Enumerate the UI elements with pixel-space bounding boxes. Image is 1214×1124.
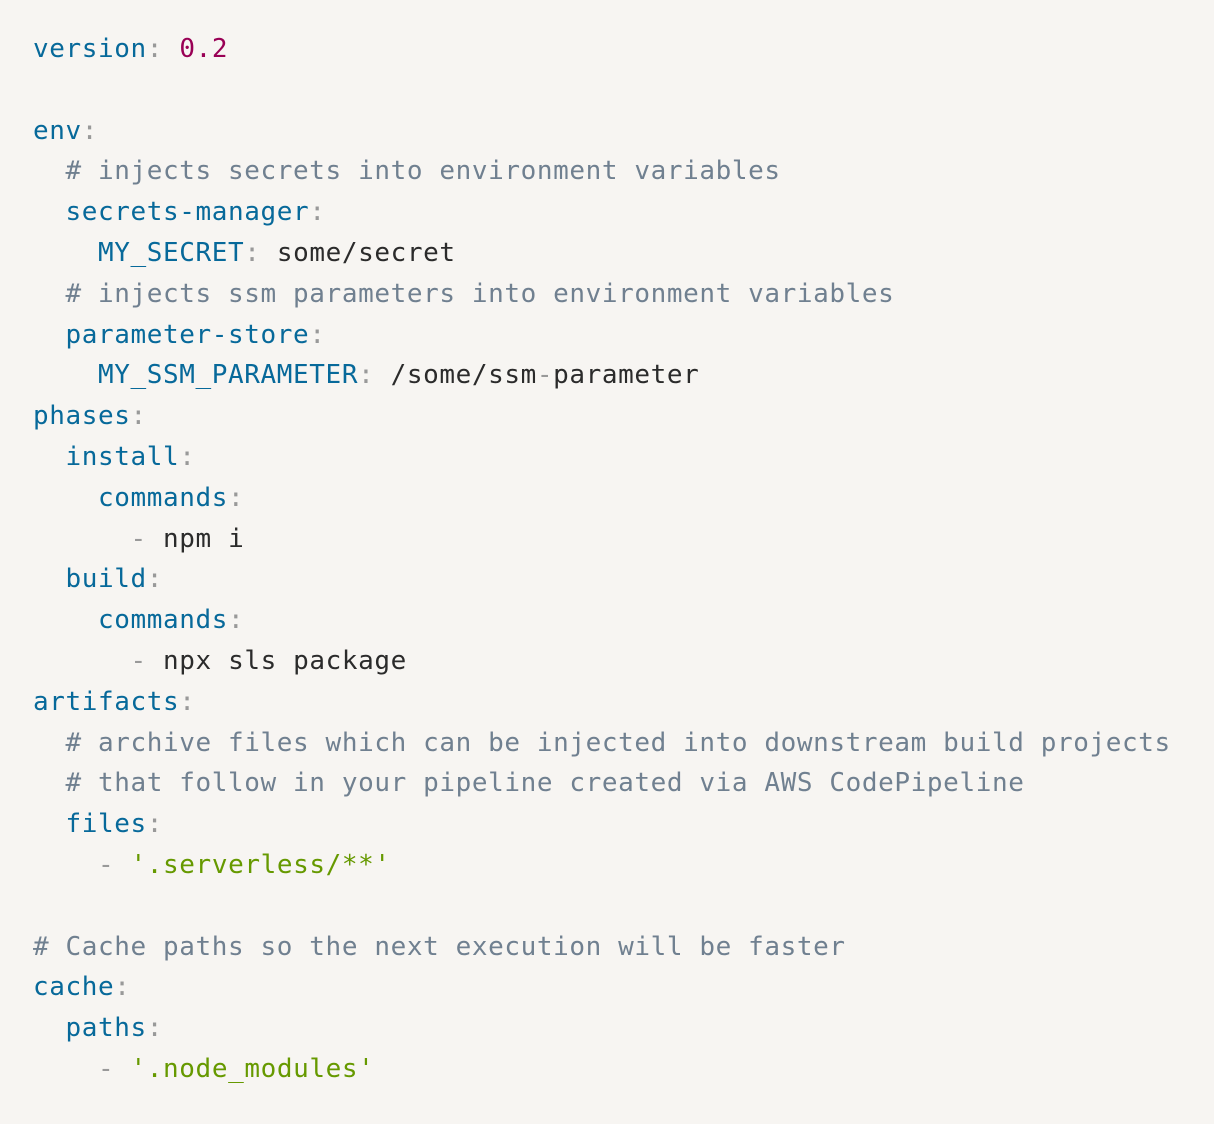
- code-punctuation: :: [146, 809, 164, 840]
- code-key: files: [65, 809, 147, 840]
- code-text: [114, 1054, 130, 1084]
- code-text: some/secret: [260, 238, 456, 268]
- code-comment: # injects secrets into environment varia…: [33, 156, 781, 187]
- code-key: version: [33, 34, 147, 64]
- code-line: MY_SECRET: some/secret: [33, 233, 456, 273]
- code-punctuation: :: [146, 34, 164, 64]
- code-line: - '.serverless/**': [33, 845, 391, 885]
- code-text: [33, 320, 66, 350]
- code-key: install: [65, 442, 180, 472]
- code-comment: # Cache paths so the next execution will…: [33, 931, 846, 962]
- code-number: 0.2: [179, 34, 229, 64]
- code-text: [114, 850, 130, 880]
- code-key: artifacts: [33, 686, 180, 717]
- code-punctuation: :: [228, 482, 245, 513]
- code-punctuation: :: [81, 115, 99, 146]
- code-line: install:: [33, 437, 196, 477]
- code-line: secrets-manager:: [33, 192, 326, 232]
- code-text: /some/ssm: [374, 360, 537, 391]
- code-text: [33, 442, 66, 472]
- code-punctuation: -: [98, 1054, 115, 1084]
- code-text: [33, 646, 131, 676]
- code-punctuation: :: [179, 686, 196, 717]
- code-line: build:: [33, 559, 163, 599]
- code-key: paths: [65, 1013, 147, 1044]
- code-comment: # that follow in your pipeline created v…: [33, 768, 1025, 799]
- code-line: - npx sls package: [33, 641, 407, 681]
- code-line: paths:: [33, 1008, 163, 1048]
- code-line: # injects secrets into environment varia…: [33, 151, 781, 191]
- code-line: artifacts:: [33, 682, 196, 722]
- code-punctuation: :: [244, 238, 261, 268]
- code-line: cache:: [33, 967, 131, 1007]
- code-text: npx sls package: [146, 646, 407, 676]
- code-text: [33, 850, 98, 880]
- code-line: env:: [33, 111, 98, 151]
- code-punctuation: -: [130, 646, 147, 676]
- code-punctuation: -: [98, 850, 115, 880]
- code-key: env: [33, 115, 82, 146]
- code-punctuation: :: [146, 1013, 164, 1044]
- code-line: commands:: [33, 478, 244, 518]
- code-text: npm i: [146, 523, 245, 554]
- code-punctuation: :: [228, 605, 245, 636]
- code-key: phases: [33, 401, 131, 432]
- code-punctuation: :: [358, 360, 375, 391]
- code-text: [33, 238, 98, 268]
- code-line: version: 0.2: [33, 29, 228, 69]
- code-text: [33, 1054, 98, 1084]
- code-text: [33, 605, 98, 635]
- code-punctuation: :: [130, 401, 147, 432]
- code-punctuation: :: [179, 442, 196, 472]
- code-text: [33, 1013, 66, 1043]
- code-line: # archive files which can be injected in…: [33, 723, 1171, 763]
- code-key: parameter-store: [65, 319, 310, 350]
- code-punctuation: -: [130, 523, 147, 554]
- code-text: [163, 34, 179, 64]
- code-text: [33, 483, 98, 513]
- code-key: commands: [98, 605, 229, 636]
- code-line: parameter-store:: [33, 315, 326, 355]
- code-punctuation: :: [146, 564, 164, 595]
- code-line: MY_SSM_PARAMETER: /some/ssm-parameter: [33, 355, 699, 395]
- code-punctuation: -: [536, 360, 554, 391]
- code-line: phases:: [33, 396, 147, 436]
- code-text: parameter: [553, 360, 700, 391]
- code-line: commands:: [33, 600, 244, 640]
- code-key: cache: [33, 972, 115, 1003]
- code-text: [33, 197, 66, 227]
- code-string: '.node_modules': [130, 1054, 375, 1084]
- code-key: commands: [98, 482, 229, 513]
- code-punctuation: :: [309, 319, 326, 350]
- code-string: '.serverless/**': [130, 850, 391, 880]
- code-key: secrets-manager: [65, 197, 310, 228]
- code-line: - '.node_modules': [33, 1049, 374, 1089]
- code-punctuation: :: [114, 972, 131, 1003]
- code-text: [33, 809, 66, 839]
- code-line: # Cache paths so the next execution will…: [33, 927, 846, 967]
- code-text: [33, 564, 66, 594]
- code-key: MY_SECRET: [98, 238, 245, 268]
- code-line: - npm i: [33, 519, 244, 559]
- code-key: MY_SSM_PARAMETER: [98, 360, 359, 391]
- code-text: [33, 360, 98, 390]
- code-line: files:: [33, 804, 163, 844]
- code-comment: # injects ssm parameters into environmen…: [33, 278, 895, 309]
- code-line: # injects ssm parameters into environmen…: [33, 274, 894, 314]
- code-comment: # archive files which can be injected in…: [33, 727, 1171, 758]
- code-punctuation: :: [309, 197, 326, 228]
- code-text: [33, 524, 131, 554]
- code-line: # that follow in your pipeline created v…: [33, 763, 1024, 803]
- code-key: build: [65, 564, 147, 595]
